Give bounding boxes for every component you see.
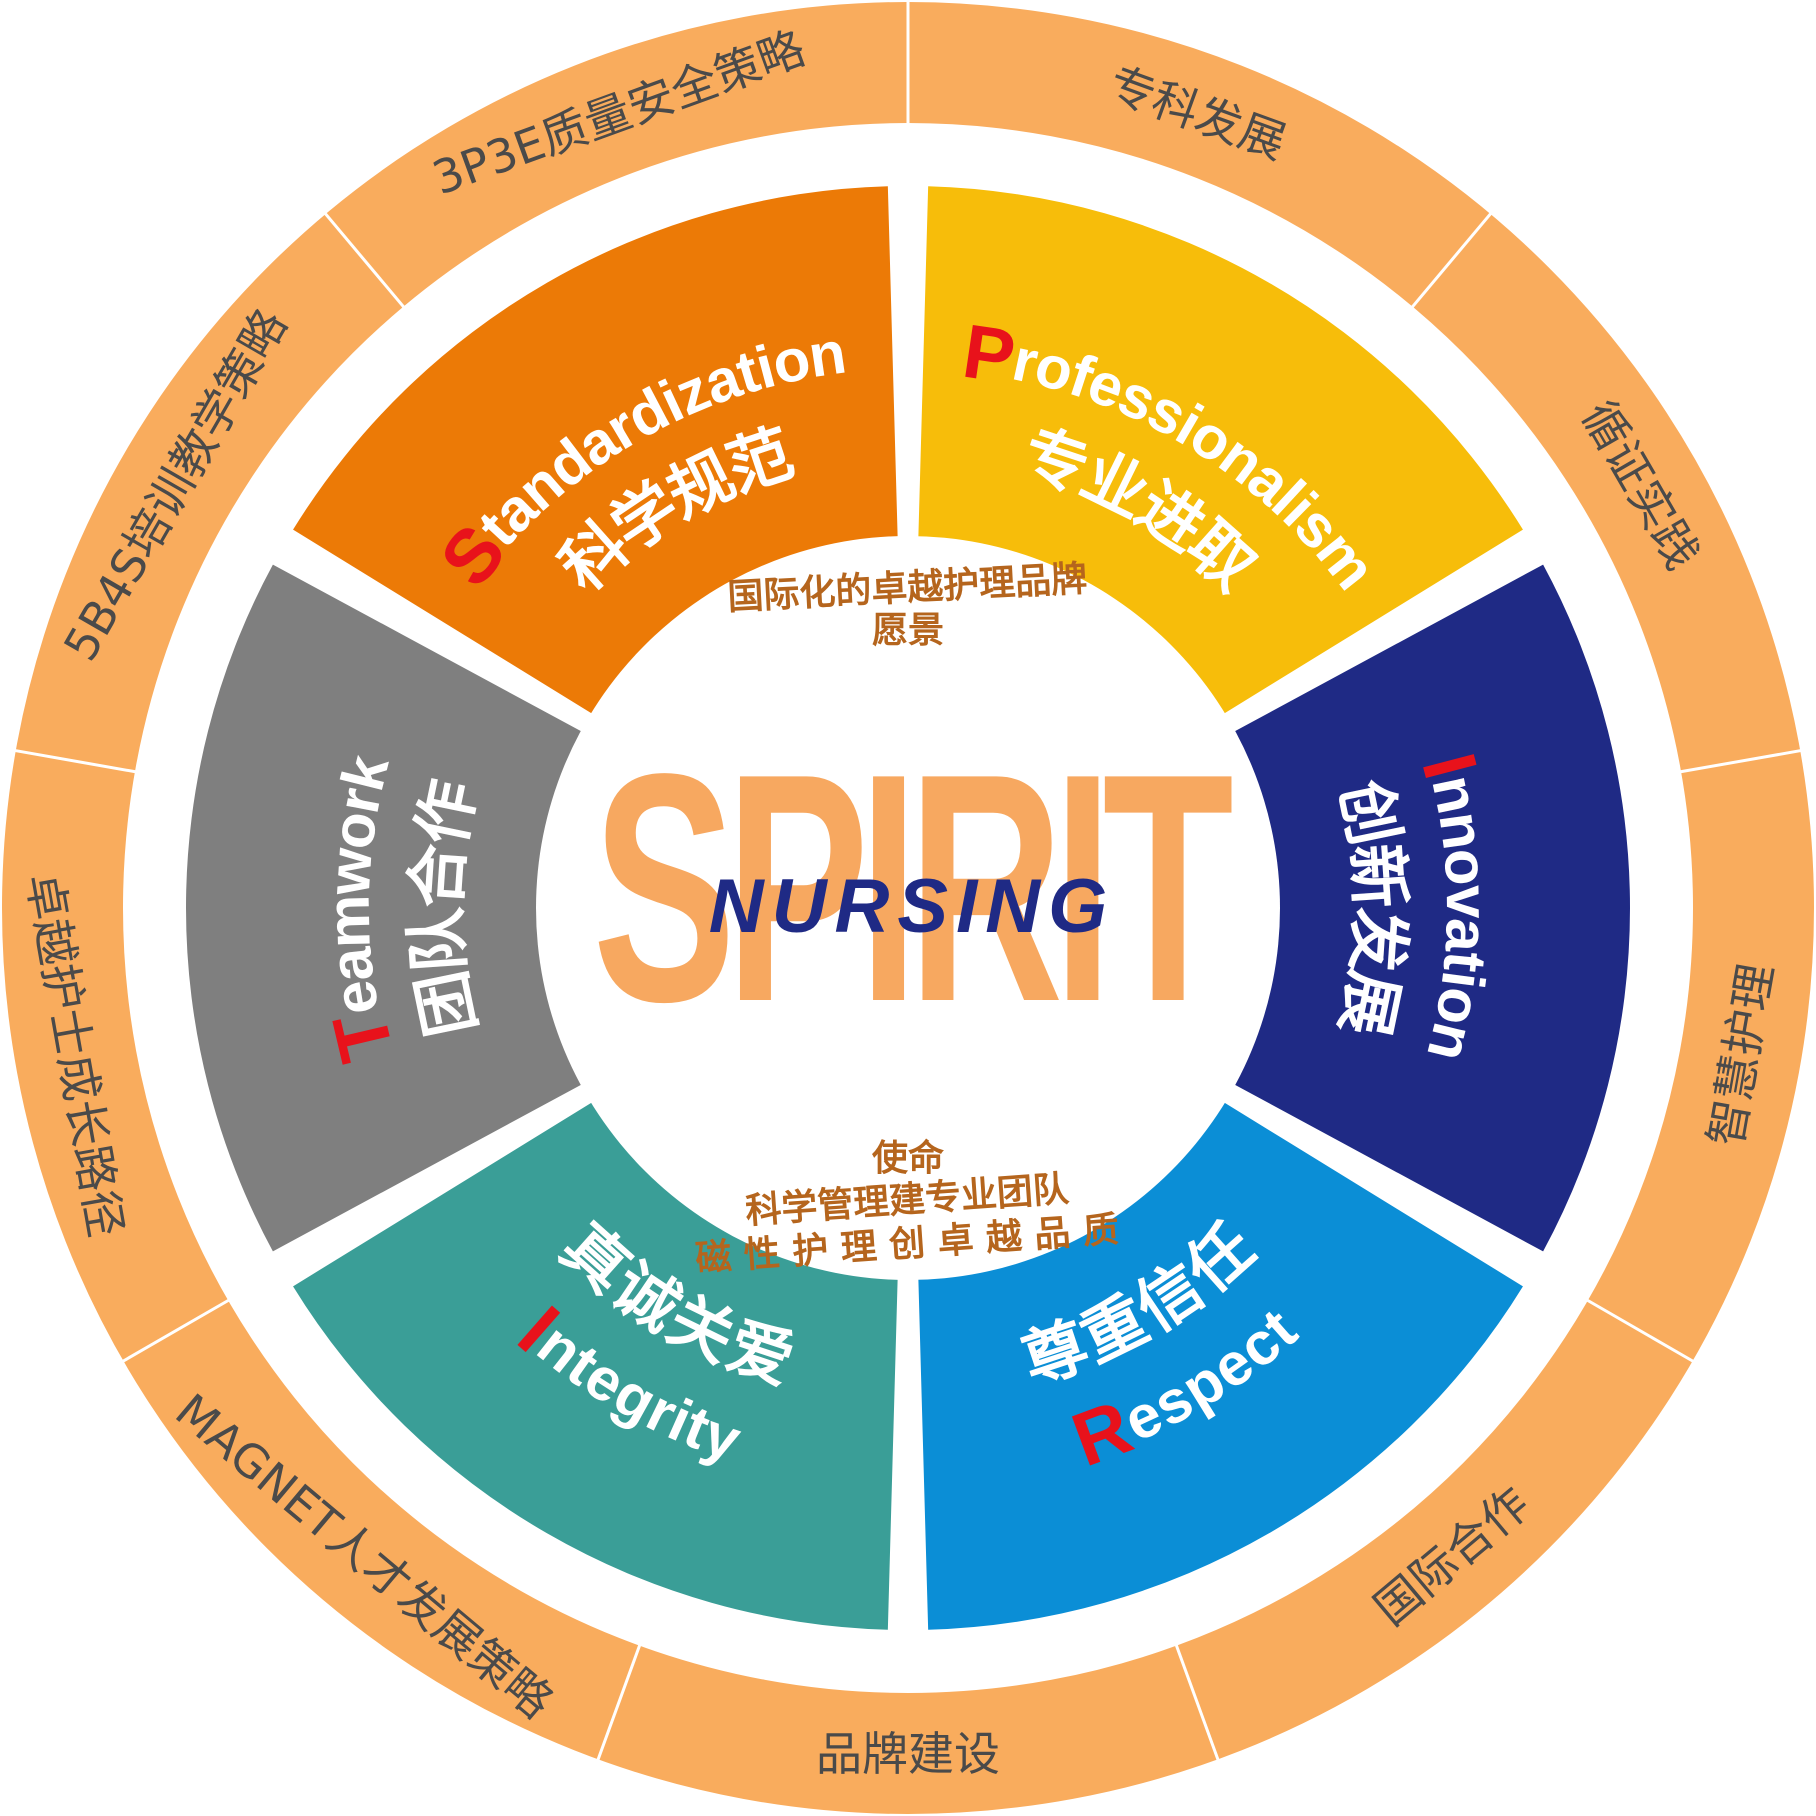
value-segment-shape — [918, 186, 1523, 717]
ring-divider — [1174, 1643, 1220, 1762]
ring-divider — [1410, 211, 1493, 310]
ring-divider — [1678, 748, 1803, 774]
value-initial-letter: P — [958, 308, 1020, 399]
value-segment-shape — [918, 1099, 1523, 1630]
ring-item-label: 品牌建设 — [816, 1727, 1000, 1781]
center-circle — [536, 536, 1280, 1280]
nursing-wordmark: NURSING — [709, 864, 1115, 949]
ring-divider — [596, 1643, 642, 1762]
mission-title: 使命 — [872, 1137, 944, 1179]
value-segment-shape — [293, 186, 898, 717]
ring-divider — [13, 748, 138, 774]
value-segment-shape — [293, 1099, 898, 1630]
ring-divider — [1585, 1298, 1696, 1364]
spirit-wordmark: SPIRIT — [593, 707, 1234, 1069]
ring-divider — [323, 211, 406, 310]
value-segment-shape — [1229, 564, 1630, 1252]
ring-divider — [120, 1298, 231, 1364]
center-disc: 国际化的卓越护理品牌 愿景 SPIRIT NURSING 使命 科学管理建专业团… — [536, 536, 1280, 1280]
vision-title: 愿景 — [872, 610, 944, 651]
value-segment-shape — [185, 564, 587, 1252]
